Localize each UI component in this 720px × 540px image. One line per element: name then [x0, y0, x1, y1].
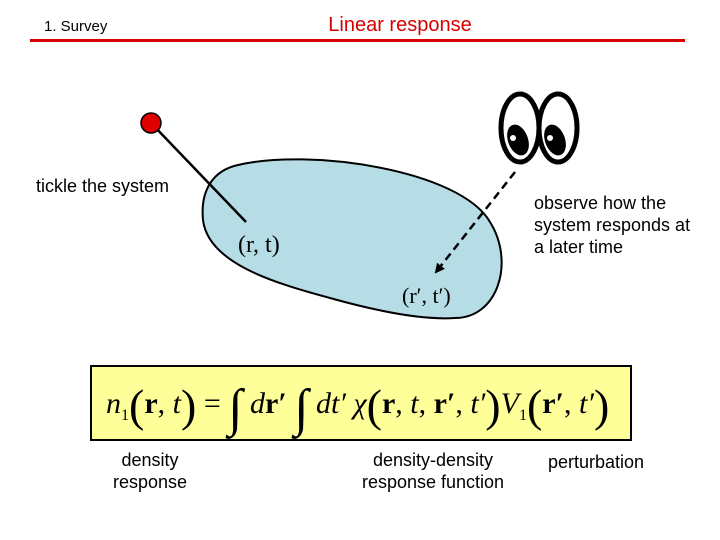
tickle-caption: tickle the system — [36, 175, 169, 197]
initial-position-label: (r, t) — [238, 232, 280, 259]
response-function-caption: density-density response function — [348, 449, 518, 493]
density-response-caption: density response — [100, 449, 200, 493]
observe-caption: observe how the system responds at a lat… — [534, 192, 704, 258]
linear-response-equation: n1(r, t) = ∫ dr′ ∫ dt′ χ(r, t, r′, t′)V1… — [106, 379, 609, 438]
equation-box: n1(r, t) = ∫ dr′ ∫ dt′ χ(r, t, r′, t′)V1… — [90, 365, 632, 441]
probe-ball — [141, 113, 161, 133]
later-position-label: (r′, t′) — [402, 283, 451, 309]
perturbation-caption: perturbation — [536, 451, 656, 473]
cartoon-eyes-icon — [501, 94, 577, 162]
